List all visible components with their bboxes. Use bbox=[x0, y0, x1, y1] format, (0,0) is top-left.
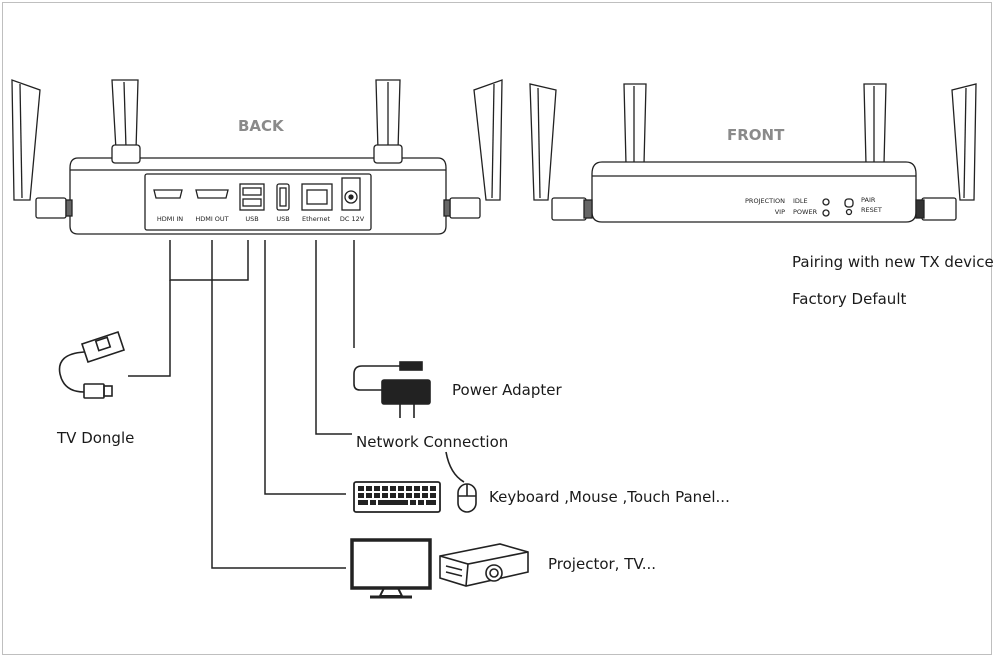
tv-dongle-icon bbox=[58, 330, 126, 399]
port-label-dc: DC 12V bbox=[340, 215, 365, 223]
label-display: Projector, TV... bbox=[548, 555, 656, 573]
connection-lines bbox=[128, 240, 355, 569]
keyboard-icon bbox=[353, 481, 441, 513]
port-label-ethernet: Ethernet bbox=[302, 215, 330, 223]
front-label-vip: VIP bbox=[775, 208, 785, 216]
front-label-projection: PROJECTION bbox=[745, 197, 785, 205]
back-antenna-right-outer bbox=[473, 79, 503, 201]
power-adapter-icon bbox=[353, 361, 431, 418]
back-device bbox=[11, 79, 503, 235]
front-label-pair: PAIR bbox=[861, 196, 876, 204]
front-label-idle: IDLE bbox=[793, 197, 808, 205]
mouse-icon bbox=[445, 451, 477, 513]
front-label-reset: RESET bbox=[861, 206, 882, 214]
line-display bbox=[211, 240, 346, 569]
label-peripherals: Keyboard ,Mouse ,Touch Panel... bbox=[489, 488, 730, 506]
projector-icon bbox=[439, 543, 529, 587]
back-antenna-right-inner bbox=[375, 79, 401, 151]
back-antenna-left-inner bbox=[111, 79, 139, 151]
note-factory-default: Factory Default bbox=[792, 290, 907, 308]
label-tv-dongle: TV Dongle bbox=[57, 429, 135, 447]
back-title: BACK bbox=[238, 117, 284, 135]
back-antenna-left-outer bbox=[11, 79, 41, 201]
port-label-hdmi-in: HDMI IN bbox=[157, 215, 183, 223]
front-title: FRONT bbox=[727, 126, 785, 144]
port-label-usb-a: USB bbox=[245, 215, 258, 223]
port-label-usb-b: USB bbox=[276, 215, 289, 223]
note-pairing: Pairing with new TX device bbox=[792, 253, 994, 271]
line-peripherals bbox=[264, 240, 346, 495]
label-power-adapter: Power Adapter bbox=[452, 381, 562, 399]
front-device bbox=[529, 83, 977, 223]
line-network bbox=[315, 240, 352, 435]
line-tv-dongle bbox=[128, 280, 171, 377]
monitor-icon bbox=[350, 538, 432, 599]
line-hdmi-usb-bracket bbox=[169, 240, 249, 281]
port-label-hdmi-out: HDMI OUT bbox=[195, 215, 228, 223]
label-network-connection: Network Connection bbox=[356, 433, 509, 451]
front-label-power: POWER bbox=[793, 208, 818, 216]
